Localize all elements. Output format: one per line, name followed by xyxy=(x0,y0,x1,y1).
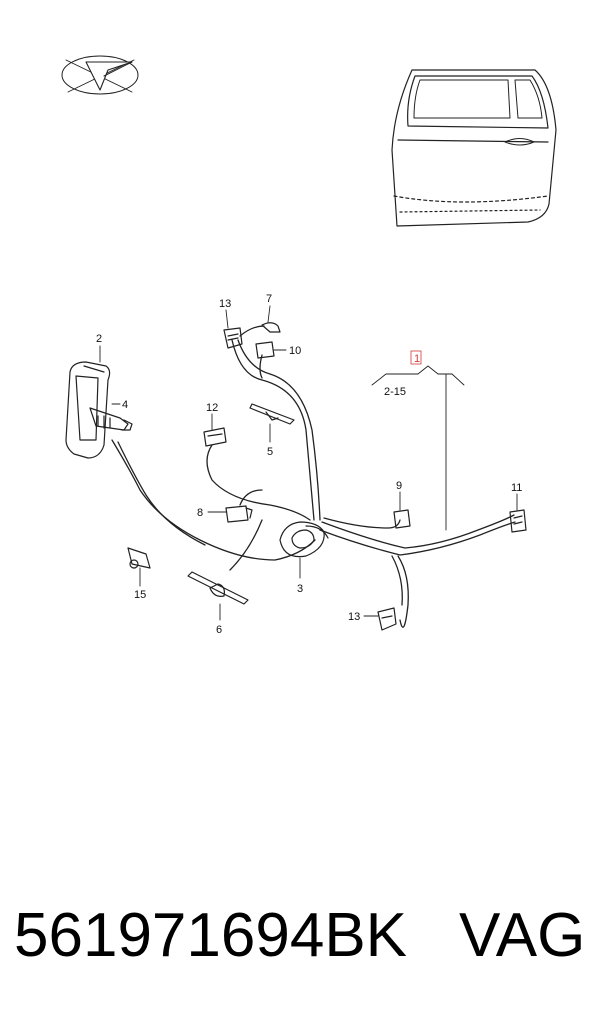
cable-tie-part-6 xyxy=(187,571,249,605)
callout-7: 7 xyxy=(266,293,272,305)
connector-8 xyxy=(225,505,253,523)
connector-10 xyxy=(255,341,275,359)
callout-15: 15 xyxy=(134,589,146,601)
range-label: 2-15 xyxy=(384,386,406,398)
callout-labels: 1 2 3 4 5 6 7 8 9 10 11 12 13 13 15 2-15 xyxy=(96,293,522,636)
callout-9: 9 xyxy=(396,480,402,492)
bracket-part-5 xyxy=(249,403,295,425)
rear-door-thumbnail xyxy=(391,69,557,227)
callout-12: 12 xyxy=(206,402,218,414)
callout-5: 5 xyxy=(267,446,273,458)
connector-11 xyxy=(509,509,527,533)
clip-part-15 xyxy=(127,547,151,569)
callout-2: 2 xyxy=(96,333,102,345)
callout-10: 10 xyxy=(289,345,301,357)
connector-9 xyxy=(393,509,411,529)
harness-wires xyxy=(111,339,516,628)
grommet-part-3 xyxy=(279,521,329,558)
callout-6: 6 xyxy=(216,624,222,636)
callout-4: 4 xyxy=(122,399,128,411)
brand-label: VAG xyxy=(459,901,586,970)
part-number: 561971694BK xyxy=(14,901,408,970)
direction-arrow-icon xyxy=(61,55,139,95)
connector-13-bottom xyxy=(377,607,397,631)
callout-8: 8 xyxy=(197,507,203,519)
callout-1: 1 xyxy=(414,353,420,365)
connector-7 xyxy=(239,322,281,337)
callout-3: 3 xyxy=(297,583,303,595)
connector-12 xyxy=(203,427,227,447)
connector-13-top xyxy=(223,327,243,349)
callout-13-top: 13 xyxy=(219,298,231,310)
caption-bar: 561971694BK VAG xyxy=(0,890,600,990)
callout-11: 11 xyxy=(511,482,522,494)
callout-1-highlight-box xyxy=(410,350,422,365)
callout-13-bottom: 13 xyxy=(348,611,360,623)
door-lock-part-2 xyxy=(65,361,133,459)
leader-lines xyxy=(99,305,518,621)
